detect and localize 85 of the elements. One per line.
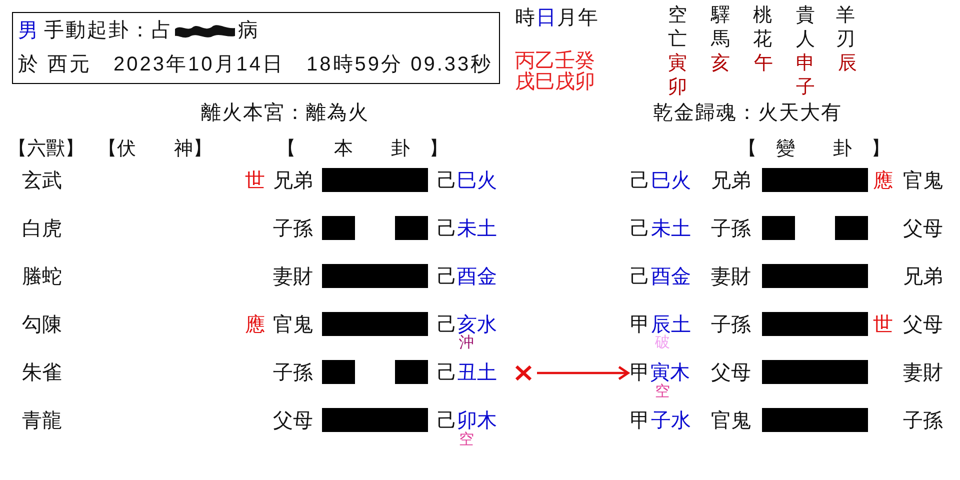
line-marker: 世 [245,169,265,193]
relative-name: 子孫 [273,361,313,385]
branch-element: 未土 [651,217,691,241]
beast-name: 青龍 [22,409,62,433]
relative-name: 妻財 [903,361,943,385]
pillar-header-char: 年 [578,6,598,30]
arrow [537,366,630,380]
relative-name: 官鬼 [273,313,313,337]
beast-name: 勾陳 [22,313,62,337]
branch-element: 巳火 [651,169,691,193]
relative-name: 父母 [273,409,313,433]
relative-name: 兄弟 [711,169,751,193]
branch-element: 未土 [457,217,497,241]
relative-name: 父母 [903,313,943,337]
stem-char: 己 [437,217,457,241]
stem-char: 甲 [630,409,650,433]
stem-char: 甲 [630,313,650,337]
star-branch: 午 [754,52,773,76]
star-name: 羊刃 [836,4,855,52]
relative-name: 子孫 [903,409,943,433]
branch-element: 辰土 [651,313,691,336]
star-branch: 辰 [838,52,857,76]
status-note: 沖 [459,334,474,352]
beast-name: 白虎 [22,217,62,241]
star-branch: 寅卯 [668,52,687,100]
pillar-header-char: 日 [536,6,556,30]
stem-char: 己 [630,217,650,241]
line-marker: 世 [873,313,893,337]
status-note: 破 [655,334,670,352]
star-branch: 申子 [796,52,815,100]
relative-name: 父母 [711,361,751,385]
stem-char: 己 [630,169,650,193]
column-header: 【六獸】 [8,138,84,162]
info-box [12,12,500,84]
column-header: 【 變 卦 】 [738,138,890,162]
cross-mark-icon [515,365,532,381]
stem-char: 己 [630,265,650,289]
column-header: 【 本 卦 】 [277,138,448,162]
pillar-stems-branches: 戌巳戌卯 [515,70,595,94]
star-name: 空亡 [668,4,687,52]
relative-name: 官鬼 [711,409,751,433]
palace-title: 乾金歸魂：火天大有 [653,101,842,125]
stem-char: 甲 [630,362,650,384]
branch-element: 酉金 [457,265,497,289]
divination-topic: 手動起卦：占 [44,20,173,42]
branch-element: 寅木 [650,362,690,384]
relative-name: 父母 [903,217,943,241]
relative-name: 子孫 [711,217,751,241]
pillar-header-char: 月 [557,6,577,30]
palace-title: 離火本宮：離為火 [201,101,369,125]
relative-name: 官鬼 [903,169,943,193]
relative-name: 兄弟 [273,169,313,193]
branch-element: 巳火 [457,169,497,193]
beast-name: 玄武 [22,169,62,193]
gender-char: 男 [18,20,38,42]
stem-char: 己 [437,169,457,193]
line-marker: 應 [873,169,893,193]
line-marker: 應 [245,313,265,337]
relative-name: 妻財 [711,265,751,289]
beast-name: 螣蛇 [22,265,62,289]
status-note: 空 [459,431,474,449]
stem-char: 己 [437,265,457,289]
branch-element: 卯木 [457,409,497,432]
stem-char: 己 [437,409,457,433]
branch-element: 酉金 [651,265,691,289]
branch-element: 丑土 [457,361,497,385]
relative-name: 子孫 [711,313,751,337]
relative-name: 兄弟 [903,265,943,289]
branch-element: 子水 [651,409,691,433]
status-note: 空 [655,383,670,401]
pillar-stems-branches: 丙乙壬癸 [515,49,595,72]
pillar-header-char: 時 [515,6,535,30]
beast-name: 朱雀 [22,361,62,385]
relative-name: 妻財 [273,265,313,289]
star-name: 貴人 [796,4,815,52]
branch-element: 亥水 [457,313,497,336]
stem-char: 己 [437,361,457,385]
star-branch: 亥 [711,52,730,76]
star-name: 桃花 [753,4,772,52]
relative-name: 子孫 [273,217,313,241]
column-header: 【伏 神】 [98,138,212,162]
stem-char: 己 [437,313,457,337]
divination-topic: 病 [238,20,260,42]
star-name: 驛馬 [711,4,730,52]
date-time-line: 於 西元 2023年10月14日 18時59分 09.33秒 [18,54,493,76]
